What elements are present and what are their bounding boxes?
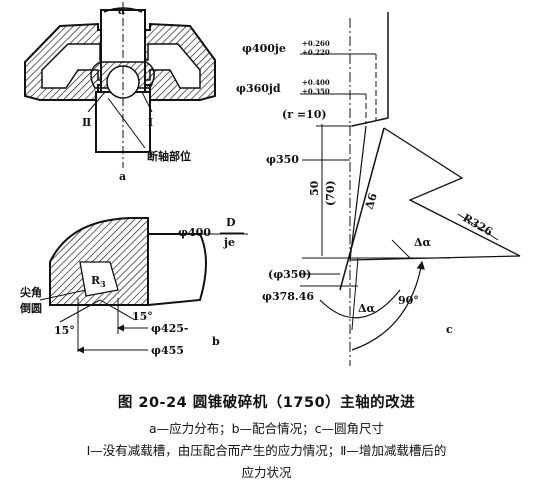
- label-R3: R3: [91, 274, 106, 289]
- label-r10: (r =10): [282, 108, 327, 121]
- label-sharp-corner: 尖角: [20, 285, 42, 299]
- dim-phi360jd-main: φ360jd: [236, 82, 281, 95]
- label-r3-main: R: [91, 274, 101, 287]
- stress-zigzag: [349, 127, 521, 261]
- broken-shaft-label: 断轴部位: [147, 149, 191, 163]
- figure-caption-title: 图 20-24 圆锥破碎机（1750）主轴的改进: [117, 395, 416, 411]
- label-r3-sub: 3: [100, 279, 106, 289]
- label-a-bottom: a: [119, 170, 126, 183]
- dim-phi400: φ400: [178, 226, 211, 239]
- label-a-top: a: [118, 4, 125, 17]
- tol-400-lower: +0.220: [302, 48, 330, 57]
- leader-break: [107, 97, 146, 149]
- label-delta6: Δ6: [362, 191, 379, 211]
- taper-line-2: [349, 125, 367, 261]
- tol-400-upper: +0.260: [302, 39, 330, 48]
- label-b: b: [212, 335, 220, 348]
- dim-phi400je-main: φ400je: [242, 42, 286, 55]
- leader-II: [87, 91, 106, 113]
- delta-alpha-right: Δα: [414, 236, 432, 249]
- leader-corner: [39, 289, 87, 301]
- delta-alpha-bottom: Δα: [358, 302, 376, 315]
- dim-phi455: φ455: [151, 344, 184, 357]
- dim-phi350: φ350: [266, 153, 299, 166]
- delta-alpha-arc: [391, 239, 411, 259]
- panel-c-fillet-dimensions: [300, 12, 521, 366]
- shaft-improvement-diagram: a Ⅱ Ⅰ 断轴部位 a φ400 D je R3 尖角 倒圆 15° 15° …: [19, 2, 521, 366]
- panel-b-fit-situation: [39, 217, 248, 354]
- panel-a-stress-distribution: [24, 2, 216, 168]
- figure-caption-line1: a—应力分布；b—配合情况；c—圆角尺寸: [149, 421, 384, 436]
- label-round-corner: 倒圆: [19, 301, 42, 315]
- leader-I: [141, 91, 153, 113]
- delta-alpha-line: [351, 257, 359, 331]
- angle-90-arc-outer: [351, 260, 425, 351]
- angle-90: 90°: [398, 294, 419, 307]
- fit-je: je: [223, 236, 235, 249]
- angle-left: 15°: [54, 324, 75, 337]
- shaft-part: [147, 233, 207, 307]
- tol-360-upper: +0.400: [302, 78, 330, 87]
- len-50: 50: [308, 180, 321, 196]
- figure-caption-line2: Ⅰ—没有减载槽，由压配合而产生的应力情况；Ⅱ—增加减载槽后的: [86, 443, 447, 458]
- fit-D: D: [226, 216, 236, 229]
- dim-phi378: φ378.46: [262, 290, 314, 303]
- label-I: Ⅰ: [148, 116, 153, 129]
- r3-notch: [79, 261, 119, 297]
- angle-line-left: [59, 299, 101, 323]
- dim-phi400je: φ400je: [242, 42, 286, 55]
- dim-phi425: φ425-: [151, 322, 188, 335]
- dim-phi360jd: φ360jd: [236, 82, 281, 95]
- label-II: Ⅱ: [82, 116, 91, 129]
- len-70: (70): [324, 180, 337, 206]
- label-c: c: [446, 323, 453, 336]
- r326-leader: [457, 213, 499, 241]
- figure-caption-line3: 应力状况: [241, 465, 292, 480]
- angle-90-arc: [319, 289, 401, 319]
- taper-line: [339, 127, 385, 291]
- dim-phi350-paren: (φ350): [268, 268, 311, 281]
- tol-360-lower: +0.350: [302, 87, 330, 96]
- profile-upper: [351, 12, 389, 127]
- angle-right: 15°: [132, 310, 153, 323]
